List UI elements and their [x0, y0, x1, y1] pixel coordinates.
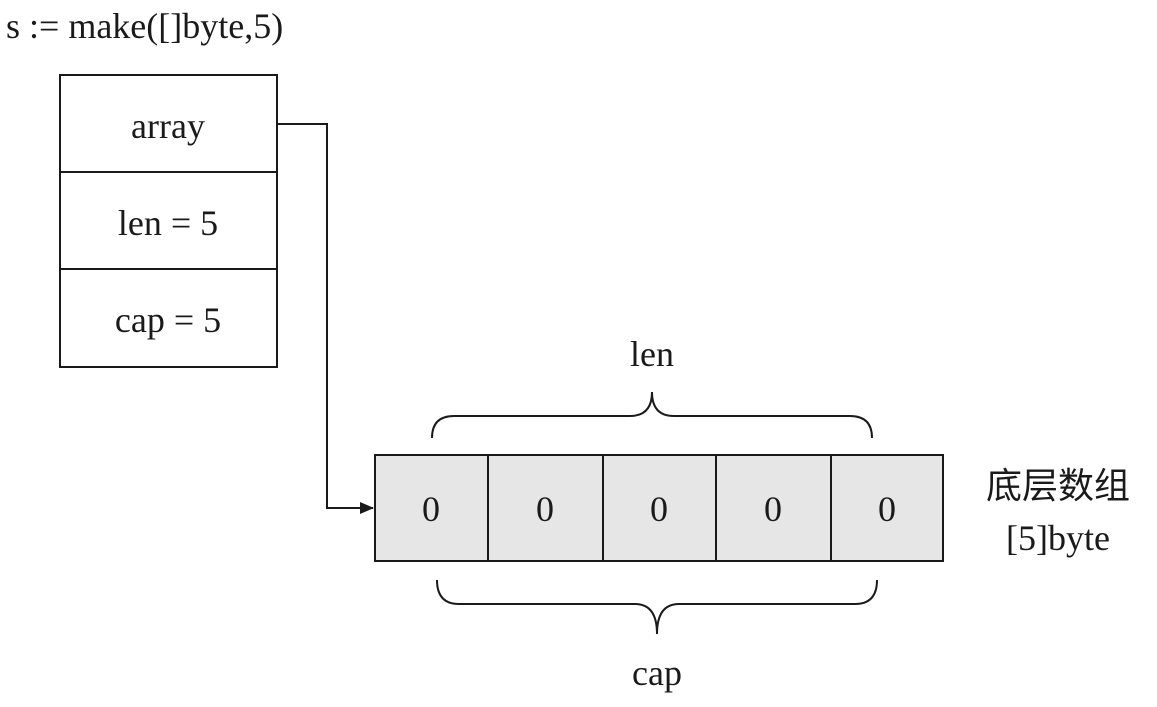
len-brace — [431, 391, 873, 439]
array-cell-value: 0 — [536, 489, 554, 529]
array-cell — [602, 454, 717, 562]
array-cell-value: 0 — [422, 489, 440, 529]
cap-brace-label: cap — [632, 653, 682, 693]
len-brace-label: len — [630, 334, 674, 374]
header-array-label: array — [131, 106, 205, 146]
header-cap-label: cap = 5 — [115, 300, 221, 340]
slice-header: array len = 5 cap = 5 — [59, 74, 278, 368]
header-field-len — [59, 171, 278, 270]
code-line: s := make([]byte,5) — [6, 6, 283, 46]
array-title: 底层数组 — [986, 466, 1130, 507]
array-cell — [487, 454, 604, 562]
array-type-label: [5]byte — [1006, 518, 1110, 558]
array-cell-value: 0 — [764, 489, 782, 529]
array-cell — [715, 454, 832, 562]
array-cell — [830, 454, 944, 562]
underlying-array: 0 0 0 0 0 — [374, 454, 944, 562]
array-cell-value: 0 — [650, 489, 668, 529]
header-len-label: len = 5 — [118, 203, 218, 243]
array-cell-value: 0 — [878, 489, 896, 529]
cap-brace — [436, 579, 878, 635]
header-field-cap — [59, 268, 278, 368]
header-field-array — [59, 74, 278, 173]
pointer-arrow — [277, 123, 374, 514]
